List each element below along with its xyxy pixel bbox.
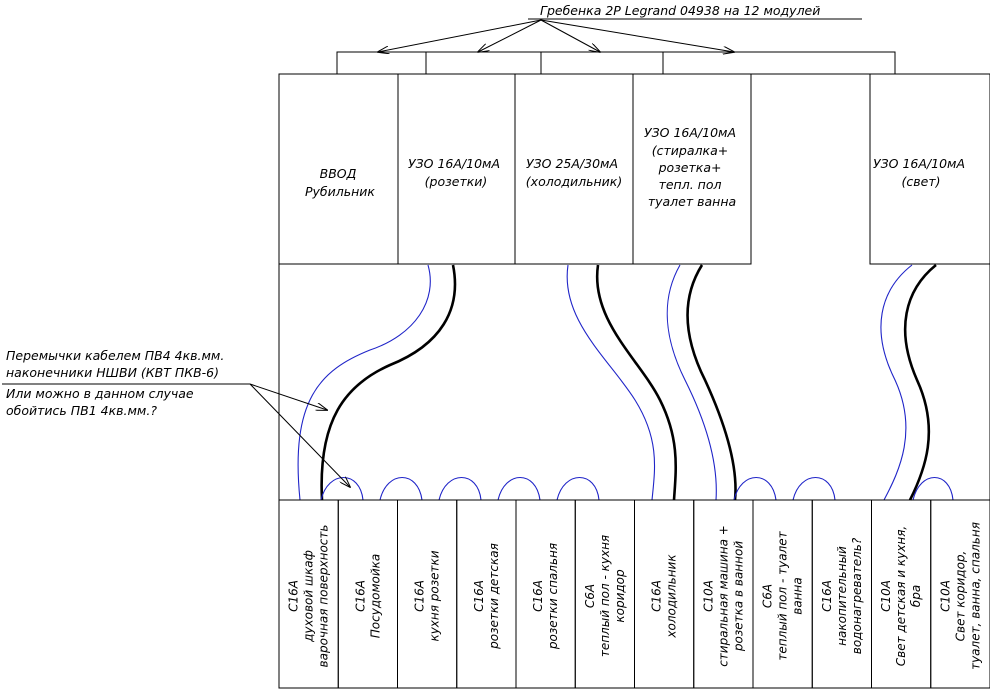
bridge-bumps	[320, 476, 954, 501]
breaker-label: С16Ахолодильник	[650, 554, 679, 639]
jumper-wire-blue	[880, 264, 913, 501]
breaker-label: С10АСвет коридор,туалет, ванна, спальня	[938, 522, 982, 670]
comb-arrow	[540, 19, 734, 52]
breaker-row: С16Адуховой шкафварочная поверхность С16А…	[278, 499, 990, 689]
breaker-label: С6Атеплый пол - кухнякоридор	[583, 535, 627, 657]
rcd-light-box	[869, 73, 990, 265]
jumper-wire-blue	[666, 264, 717, 501]
jumper-note: Перемычки кабелем ПВ4 4кв.мм. наконечник…	[6, 348, 228, 418]
jumper-wires	[297, 263, 937, 501]
top-row-devices: ВВОД Рубильник УЗО 16А/10мА (розетки) УЗ…	[278, 73, 990, 265]
jumper-wire-black	[320, 264, 457, 501]
breaker-label: С6Атеплый пол - туалетванна	[761, 530, 805, 660]
breaker-label: С16АПосудомойка	[353, 554, 382, 639]
jumper-wire-black	[903, 263, 937, 501]
jumper-wire-black	[595, 264, 678, 501]
input-switch-label: ВВОД Рубильник	[305, 166, 375, 199]
comb-label-group: Гребенка 2P Legrand 04938 на 12 модулей	[378, 3, 862, 52]
breaker-label: С10Астиральная машина +розетка в ванной	[701, 525, 745, 667]
breaker-label: С16Адуховой шкафварочная поверхность	[287, 525, 331, 668]
rcd-sockets-label: УЗО 16А/10мА (розетки)	[408, 156, 504, 189]
breaker-label: С16Анакопительныйводонагреватель?	[820, 537, 864, 654]
comb-title: Гребенка 2P Legrand 04938 на 12 модулей	[540, 3, 820, 18]
breaker-label: С16Акухня розетки	[413, 550, 442, 641]
comb-arrow	[540, 19, 600, 52]
jumper-note-group: Перемычки кабелем ПВ4 4кв.мм. наконечник…	[2, 348, 350, 487]
rcd-washer-label: УЗО 16А/10мА (стиралка+ розетка+ тепл. п…	[644, 125, 740, 209]
rcd-washer-box	[632, 73, 752, 265]
rcd-light-label: УЗО 16А/10мА (свет)	[873, 156, 969, 189]
breaker-module	[930, 499, 990, 689]
comb-arrow	[478, 19, 542, 52]
jumper-wire-black	[686, 264, 737, 501]
breaker-label: С16Арозетки спальня	[531, 543, 560, 650]
comb-arrow	[378, 19, 542, 52]
jumper-wire-blue	[566, 264, 656, 501]
breaker-label: С10АСвет детская и кухня,бра	[879, 526, 923, 666]
comb-busbar	[336, 51, 896, 75]
breaker-label: С16Арозетки детская	[472, 543, 501, 650]
rcd-fridge-label: УЗО 25А/30мА (холодильник)	[526, 156, 622, 189]
jumper-wire-blue	[297, 264, 431, 501]
jumper-note-arrow	[249, 383, 327, 410]
jumper-note-arrow	[249, 383, 350, 487]
